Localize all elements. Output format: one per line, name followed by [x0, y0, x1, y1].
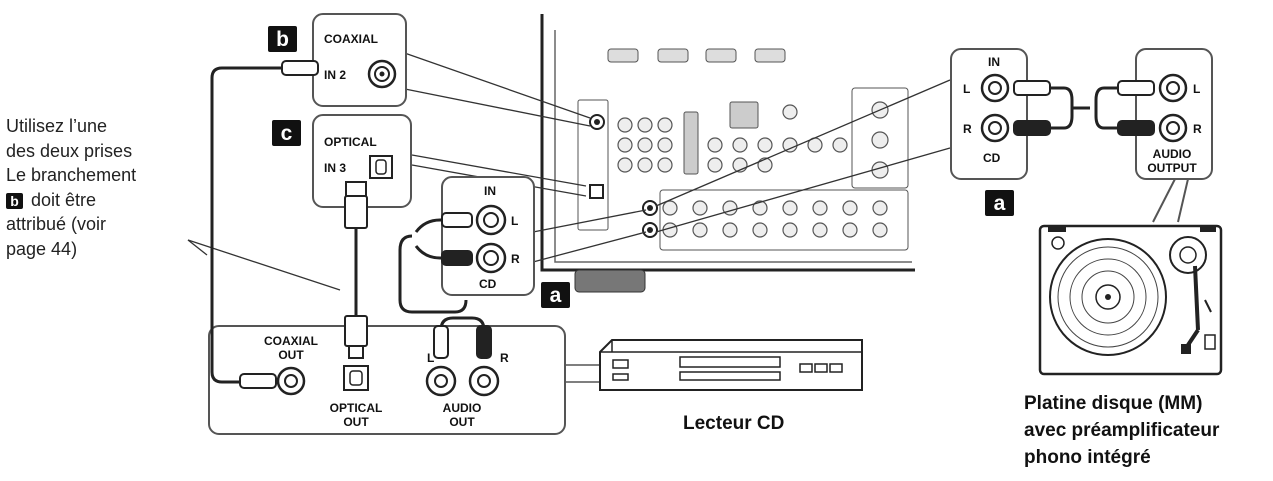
turntable-illustration — [1038, 224, 1223, 376]
audio-output-label-2: OUTPUT — [1147, 161, 1197, 175]
note-line-1: Utilisez l’une — [6, 116, 108, 136]
audio-output-label-1: AUDIO — [1153, 147, 1192, 161]
turntable-in-cd: CD — [983, 151, 1001, 165]
note-line-5: attribué (voir — [6, 214, 107, 234]
badge-c: c — [272, 120, 301, 146]
note-line-2: des deux prises — [6, 140, 133, 161]
svg-text:a: a — [550, 284, 562, 307]
audio-out-label-1: AUDIO — [443, 401, 482, 415]
audio-out-r: R — [500, 351, 509, 365]
optical-in-jack — [369, 155, 393, 179]
coaxial-in-box — [312, 13, 407, 107]
cable-plugs — [239, 60, 1155, 389]
audio-out-l: L — [427, 351, 434, 365]
turntable-in-box — [950, 48, 1028, 180]
note-line-6: page 44) — [6, 238, 78, 259]
cd-in-title: IN — [484, 184, 496, 198]
optical-in-label: IN 3 — [324, 161, 346, 175]
svg-text:b: b — [276, 28, 289, 51]
cd-in-jacks — [475, 204, 507, 274]
svg-text:c: c — [281, 122, 293, 145]
turntable-out-jacks — [1158, 73, 1188, 143]
coaxial-in-label: IN 2 — [324, 68, 346, 82]
optical-out-label-1: OPTICAL — [330, 401, 383, 415]
usage-note: Utilisez l’une des deux prises Le branch… — [6, 114, 206, 261]
turntable-in-title: IN — [988, 55, 1000, 69]
turntable-caption-line-2: avec préamplificateur — [1024, 420, 1220, 441]
badge-a-turntable: a — [985, 190, 1014, 216]
note-line-3: Le branchement — [6, 165, 137, 185]
cables — [210, 66, 1118, 384]
coaxial-title: COAXIAL — [324, 32, 378, 46]
cd-player-illustration — [599, 339, 863, 391]
cd-in-l: L — [511, 214, 518, 228]
turntable-in-jacks — [980, 73, 1010, 143]
coaxial-out-label-2: OUT — [278, 348, 304, 362]
badge-b: b — [268, 26, 297, 52]
cd-in-name: CD — [479, 277, 497, 291]
turntable-in-r: R — [963, 122, 972, 136]
note-line-4-text: doit être — [26, 189, 97, 210]
cd-player-out-jacks — [276, 365, 500, 397]
cd-in-r: R — [511, 252, 520, 266]
turntable-caption-line-1: Platine disque (MM) — [1024, 393, 1203, 414]
badge-a-receiver: a — [541, 282, 570, 308]
turntable-caption-line-3: phono intégré — [1024, 447, 1151, 468]
note-badge-b: b — [6, 192, 23, 209]
coaxial-in-jack — [367, 59, 397, 89]
optical-title: OPTICAL — [324, 135, 377, 149]
turntable-out-r: R — [1193, 122, 1202, 136]
coaxial-out-label-1: COAXIAL — [264, 334, 318, 348]
cd-player-caption: Lecteur CD — [683, 413, 785, 434]
audio-out-label-2: OUT — [449, 415, 475, 429]
turntable-out-l: L — [1193, 82, 1200, 96]
optical-out-label-2: OUT — [343, 415, 369, 429]
turntable-in-l: L — [963, 82, 970, 96]
turntable-caption: Platine disque (MM) avec préamplificateu… — [1024, 390, 1273, 471]
note-line-4: b doit être — [6, 188, 206, 213]
receiver-rear-panel — [540, 14, 915, 293]
svg-text:a: a — [994, 192, 1006, 215]
